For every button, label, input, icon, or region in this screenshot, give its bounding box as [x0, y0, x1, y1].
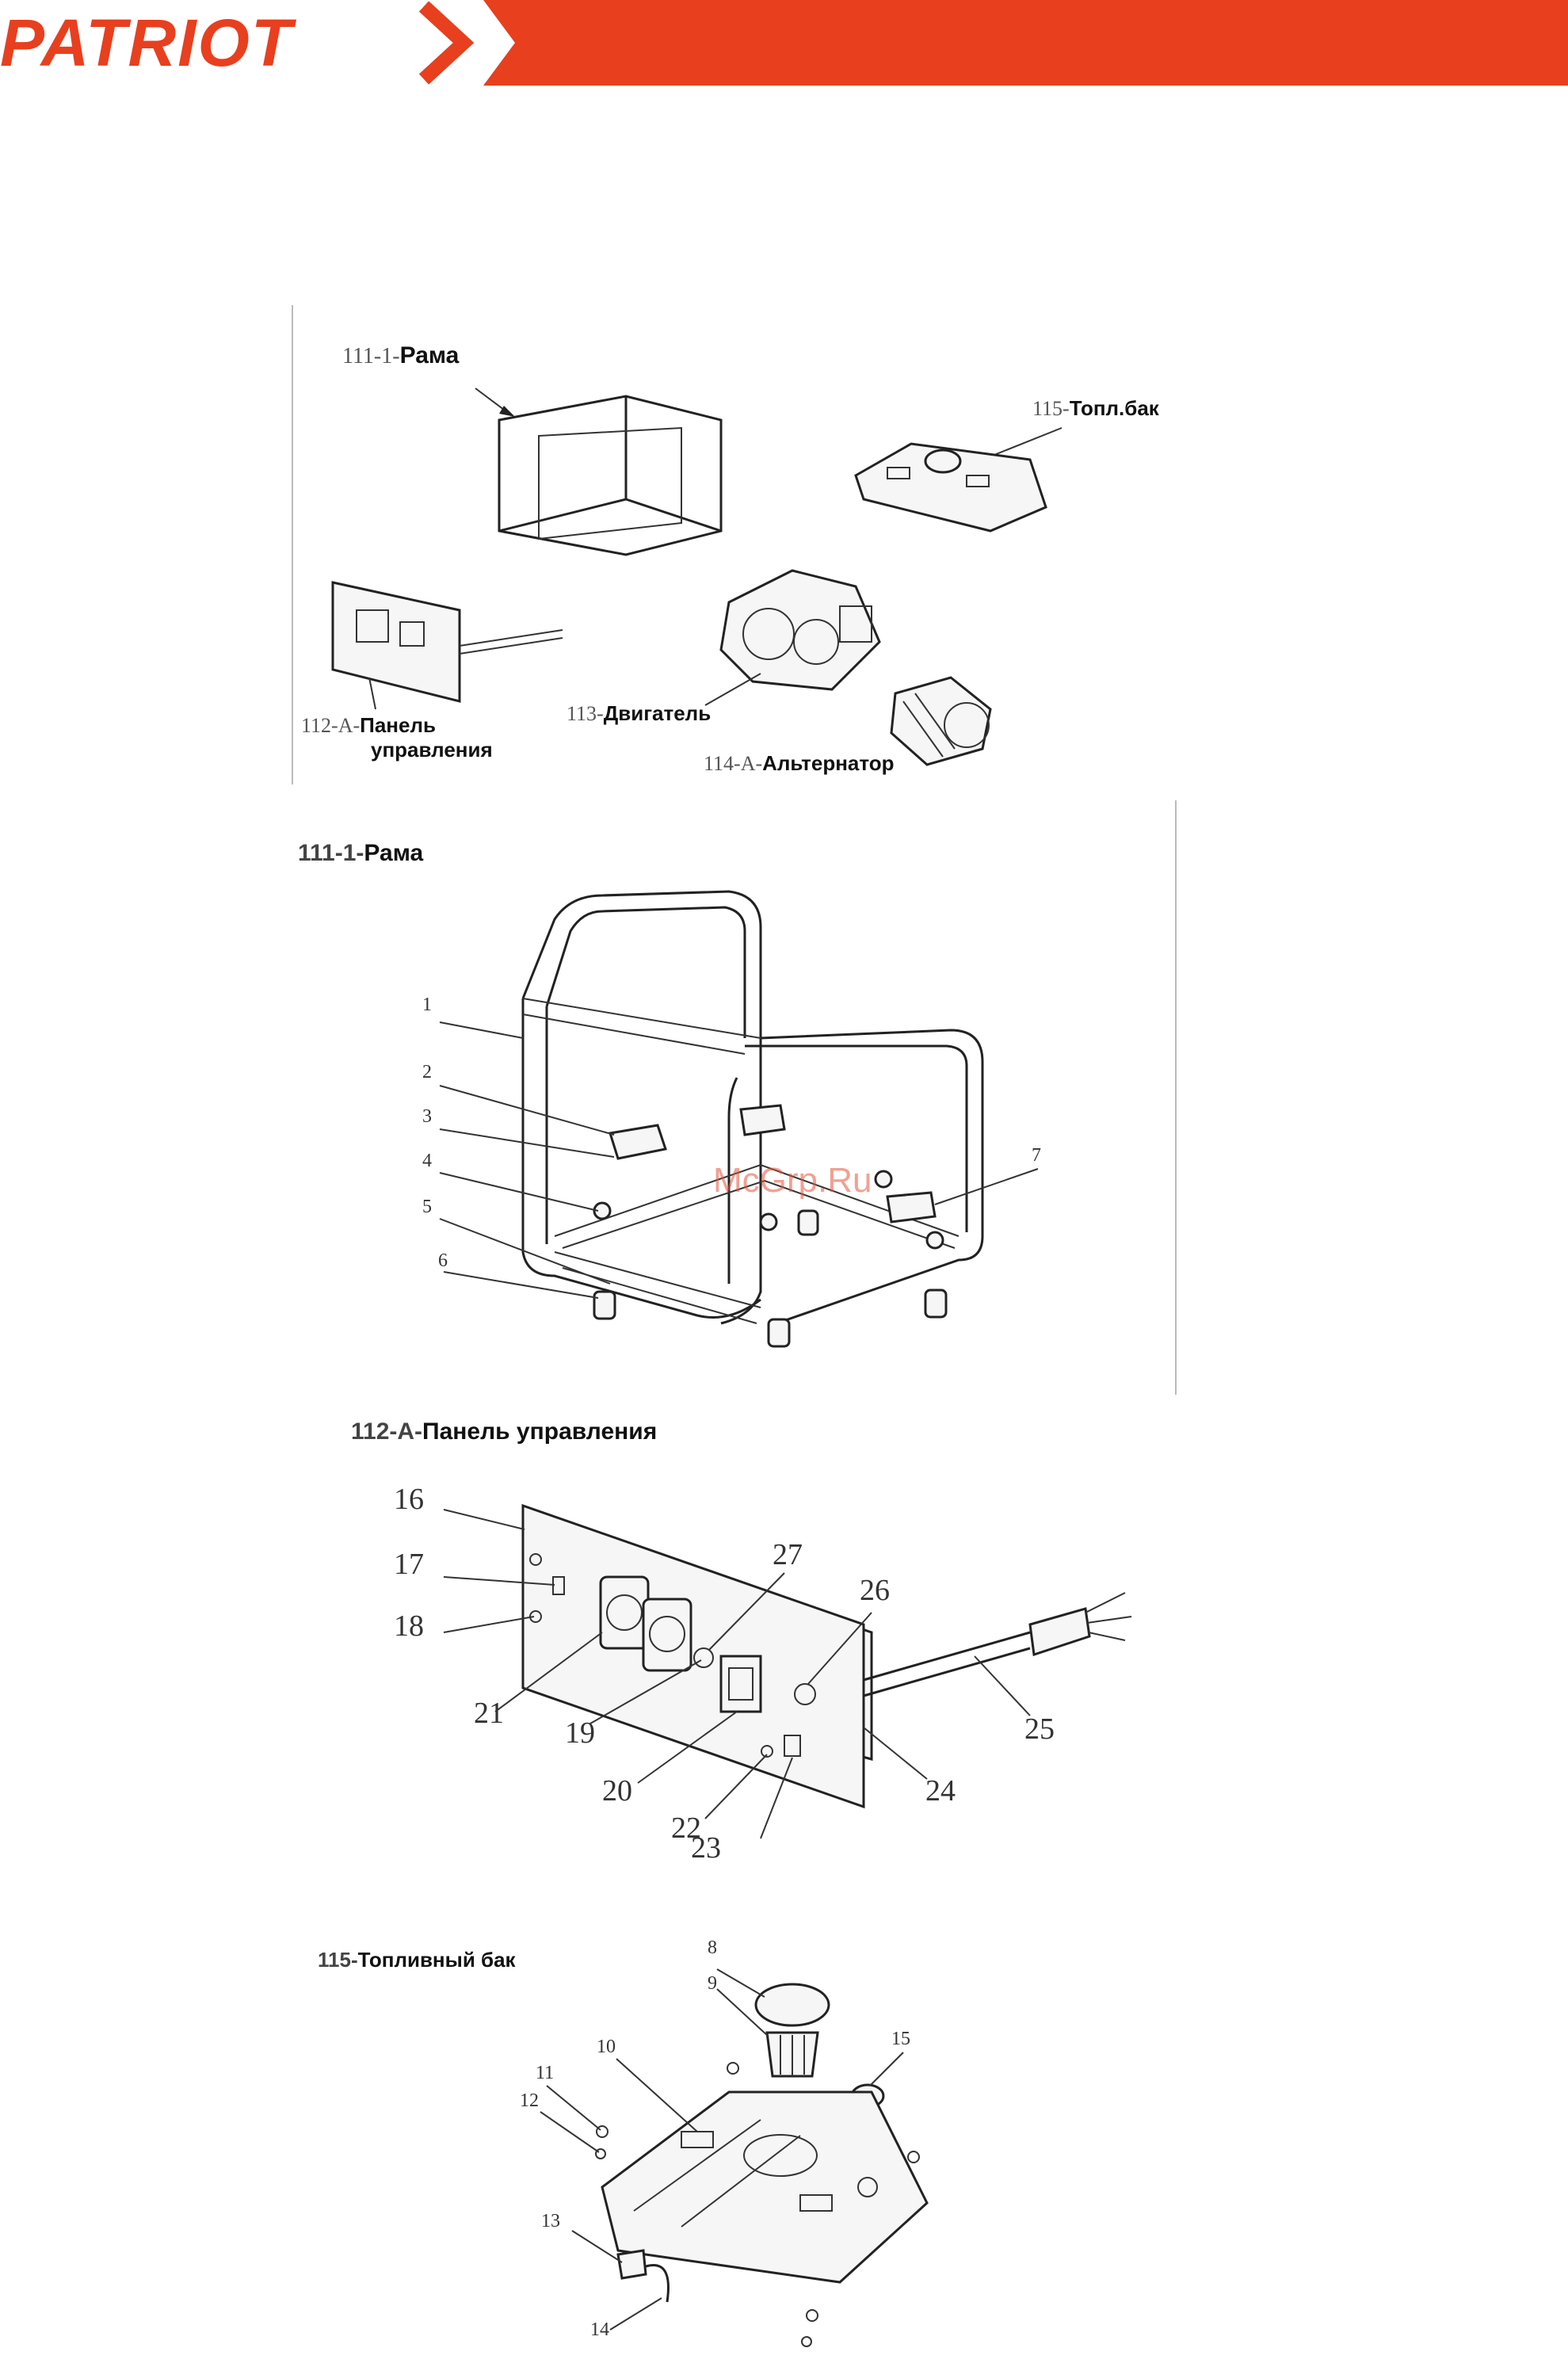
tank-callout-14: 14	[590, 2319, 609, 2341]
tank-callout-9: 9	[708, 1973, 717, 1995]
tank-callout-15: 15	[891, 2029, 910, 2050]
tank-callout-10: 10	[597, 2037, 616, 2058]
tank-callout-11: 11	[536, 2063, 554, 2084]
tank-callout-8: 8	[708, 1938, 717, 1959]
tank-callout-13: 13	[541, 2211, 560, 2232]
tank-callout-12: 12	[520, 2090, 539, 2112]
